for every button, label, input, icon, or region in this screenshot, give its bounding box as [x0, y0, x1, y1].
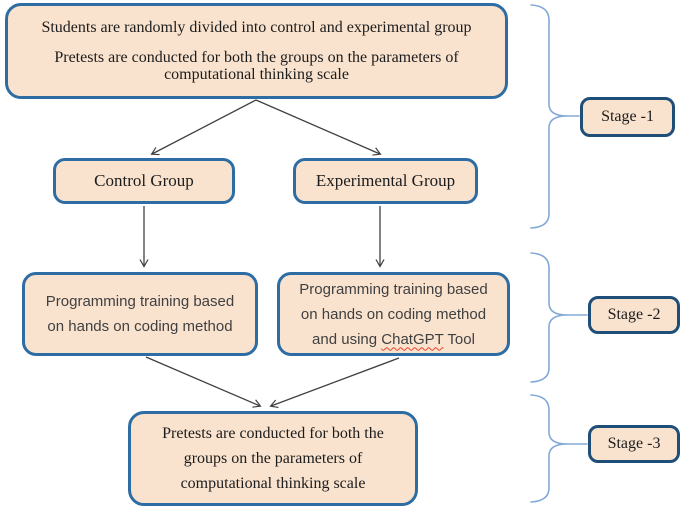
posttest-text: Pretests are conducted for both the grou…: [162, 425, 384, 492]
stage-2-label: Stage -2: [607, 306, 661, 323]
experimental-group-label: Experimental Group: [315, 171, 456, 190]
stage-1-label-box: Stage -1: [580, 97, 675, 137]
arrow-top-to-control: [152, 99, 257, 154]
stage-3-label: Stage -3: [607, 435, 661, 452]
node-training-control: Programming training based on hands on c…: [22, 272, 258, 356]
node-control-group: Control Group: [53, 158, 235, 204]
arrow-top-to-experimental: [255, 99, 380, 154]
node-experimental-group: Experimental Group: [293, 158, 478, 204]
pretest-text: Pretests are conducted for both the grou…: [54, 49, 459, 83]
training-control-line2: on hands on coding method: [47, 318, 233, 335]
training-experimental-line3: and using ChatGPT Tool: [312, 327, 475, 352]
arrow-training-right-to-posttest: [271, 357, 400, 406]
node-posttest: Pretests are conducted for both the grou…: [128, 411, 418, 506]
training-experimental-line1: Programming training based: [299, 280, 488, 298]
randomize-text: Students are randomly divided into contr…: [41, 19, 472, 36]
flow-arrows: [144, 99, 400, 406]
chatgpt-line-suffix: Tool: [443, 330, 475, 348]
stage-3-label-box: Stage -3: [588, 425, 680, 463]
training-control-line1: Programming training based: [45, 293, 235, 310]
node-randomize-pretest: Students are randomly divided into contr…: [5, 3, 508, 99]
arrow-training-left-to-posttest: [145, 356, 260, 406]
stage-braces: [530, 4, 588, 503]
stage-1-label: Stage -1: [601, 108, 654, 125]
control-group-label: Control Group: [94, 171, 194, 190]
node-training-experimental: Programming training based on hands on c…: [277, 272, 510, 356]
stage3-brace: [530, 394, 568, 503]
stage2-brace: [530, 252, 568, 383]
stage1-brace: [530, 4, 568, 229]
stage-2-label-box: Stage -2: [588, 296, 680, 334]
chatgpt-line-prefix: and using: [312, 330, 382, 348]
chatgpt-word: ChatGPT: [381, 330, 444, 348]
training-experimental-line2: on hands on coding method: [300, 305, 487, 323]
